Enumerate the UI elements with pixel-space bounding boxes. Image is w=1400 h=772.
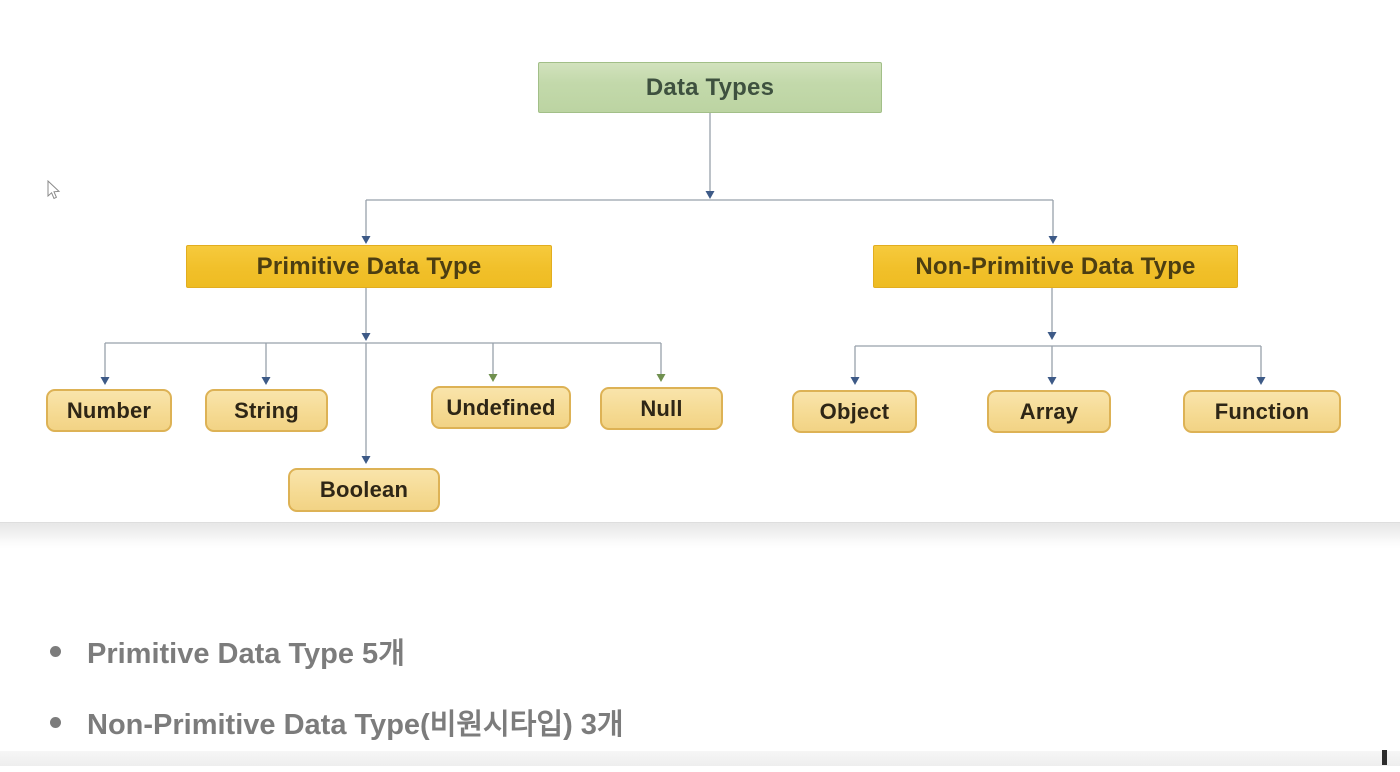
bullet-dot [50,716,61,728]
arrowheads-blue [100,191,1266,464]
arrowheads-green [488,374,666,382]
node-non-primitive-data-type: Non-Primitive Data Type [873,245,1238,288]
node-primitive-data-type: Primitive Data Type [186,245,552,288]
bullet-dot [50,645,61,657]
node-number: Number [46,389,172,432]
node-null: Null [600,387,723,430]
connector-lines [100,113,1266,464]
node-string: String [205,389,328,432]
bullet-text-primitive: Primitive Data Type 5개 [87,638,405,670]
node-undefined: Undefined [431,386,571,429]
list-item: Primitive Data Type 5개 [50,630,624,672]
bullet-text-non-primitive: Non-Primitive Data Type(비원시타입) 3개 [87,709,624,741]
scrollbar-thumb[interactable] [1382,750,1387,765]
bottom-edge-band [0,751,1400,766]
list-item: Non-Primitive Data Type(비원시타입) 3개 [50,701,624,743]
slide-bottom-shadow [0,522,1400,549]
node-data-types: Data Types [538,62,882,113]
mouse-cursor-icon [47,180,61,200]
node-function: Function [1183,390,1341,433]
node-array: Array [987,390,1111,433]
notes-section: Primitive Data Type 5개 Non-Primitive Dat… [50,630,624,772]
node-boolean: Boolean [288,468,440,512]
node-object: Object [792,390,917,433]
slide-area: Data Types Primitive Data Type Non-Primi… [46,62,1341,512]
